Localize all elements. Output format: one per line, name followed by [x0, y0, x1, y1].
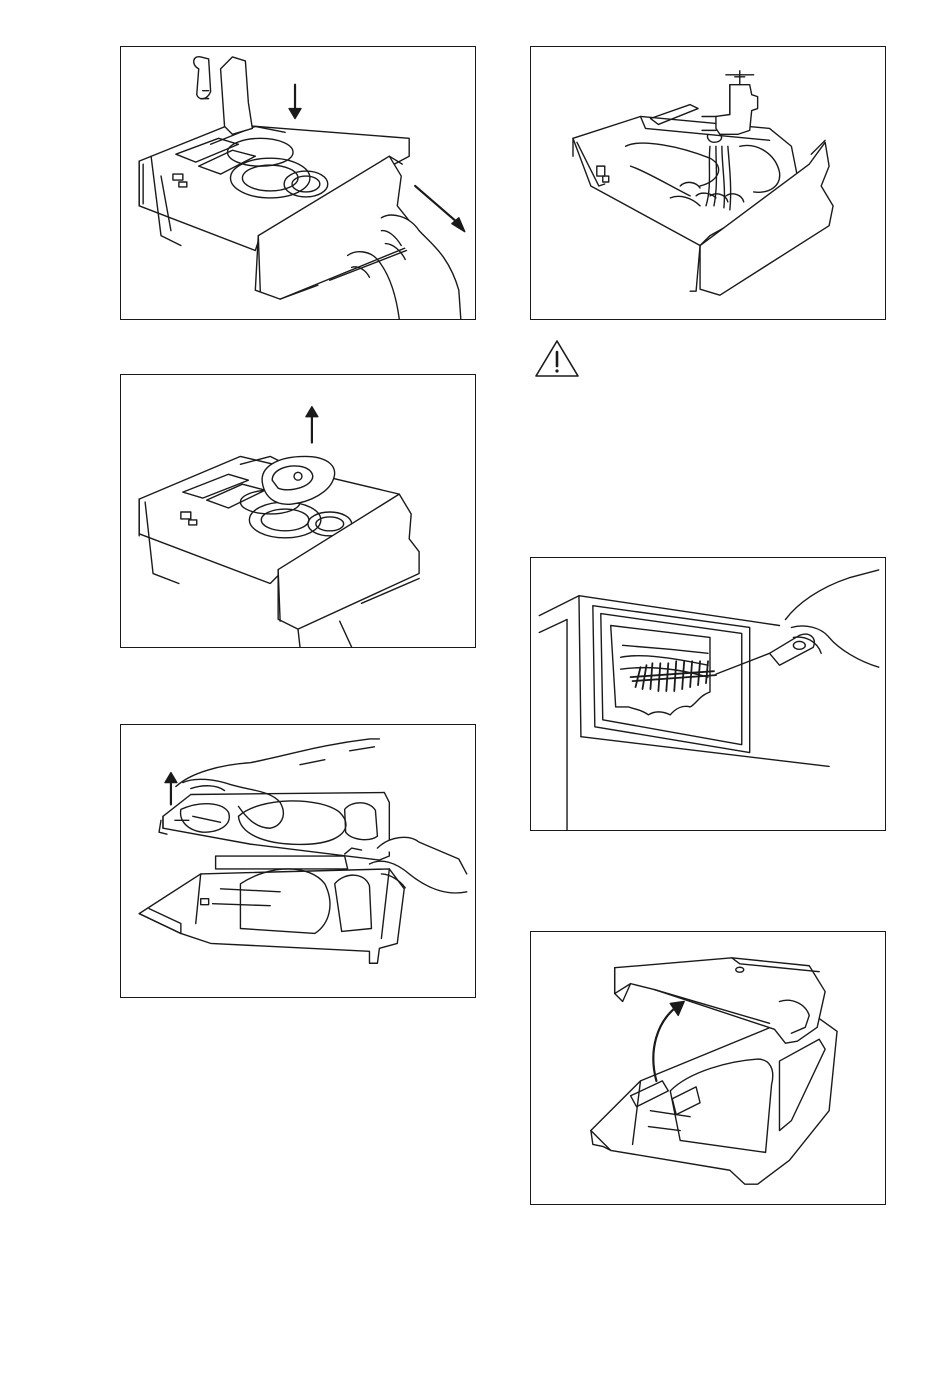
- lift-siphon-cap-illustration: [121, 375, 475, 647]
- press-release-lever-pull-drawer-illustration: [121, 47, 475, 319]
- brush-clean-drawer-recess-illustration: [531, 558, 885, 830]
- warning-triangle-icon: [533, 338, 581, 378]
- refit-drawer-cover-illustration: [531, 932, 885, 1204]
- figure-press-release-pull-drawer: [120, 46, 476, 320]
- figure-lift-drawer-cover: [120, 724, 476, 998]
- figure-brush-clean-recess: [530, 557, 886, 831]
- figure-refit-drawer-cover: [530, 931, 886, 1205]
- lift-drawer-top-cover-illustration: [121, 725, 475, 997]
- figure-lift-siphon-cap: [120, 374, 476, 648]
- figure-rinse-under-tap: [530, 46, 886, 320]
- rinse-drawer-under-tap-illustration: [531, 47, 885, 319]
